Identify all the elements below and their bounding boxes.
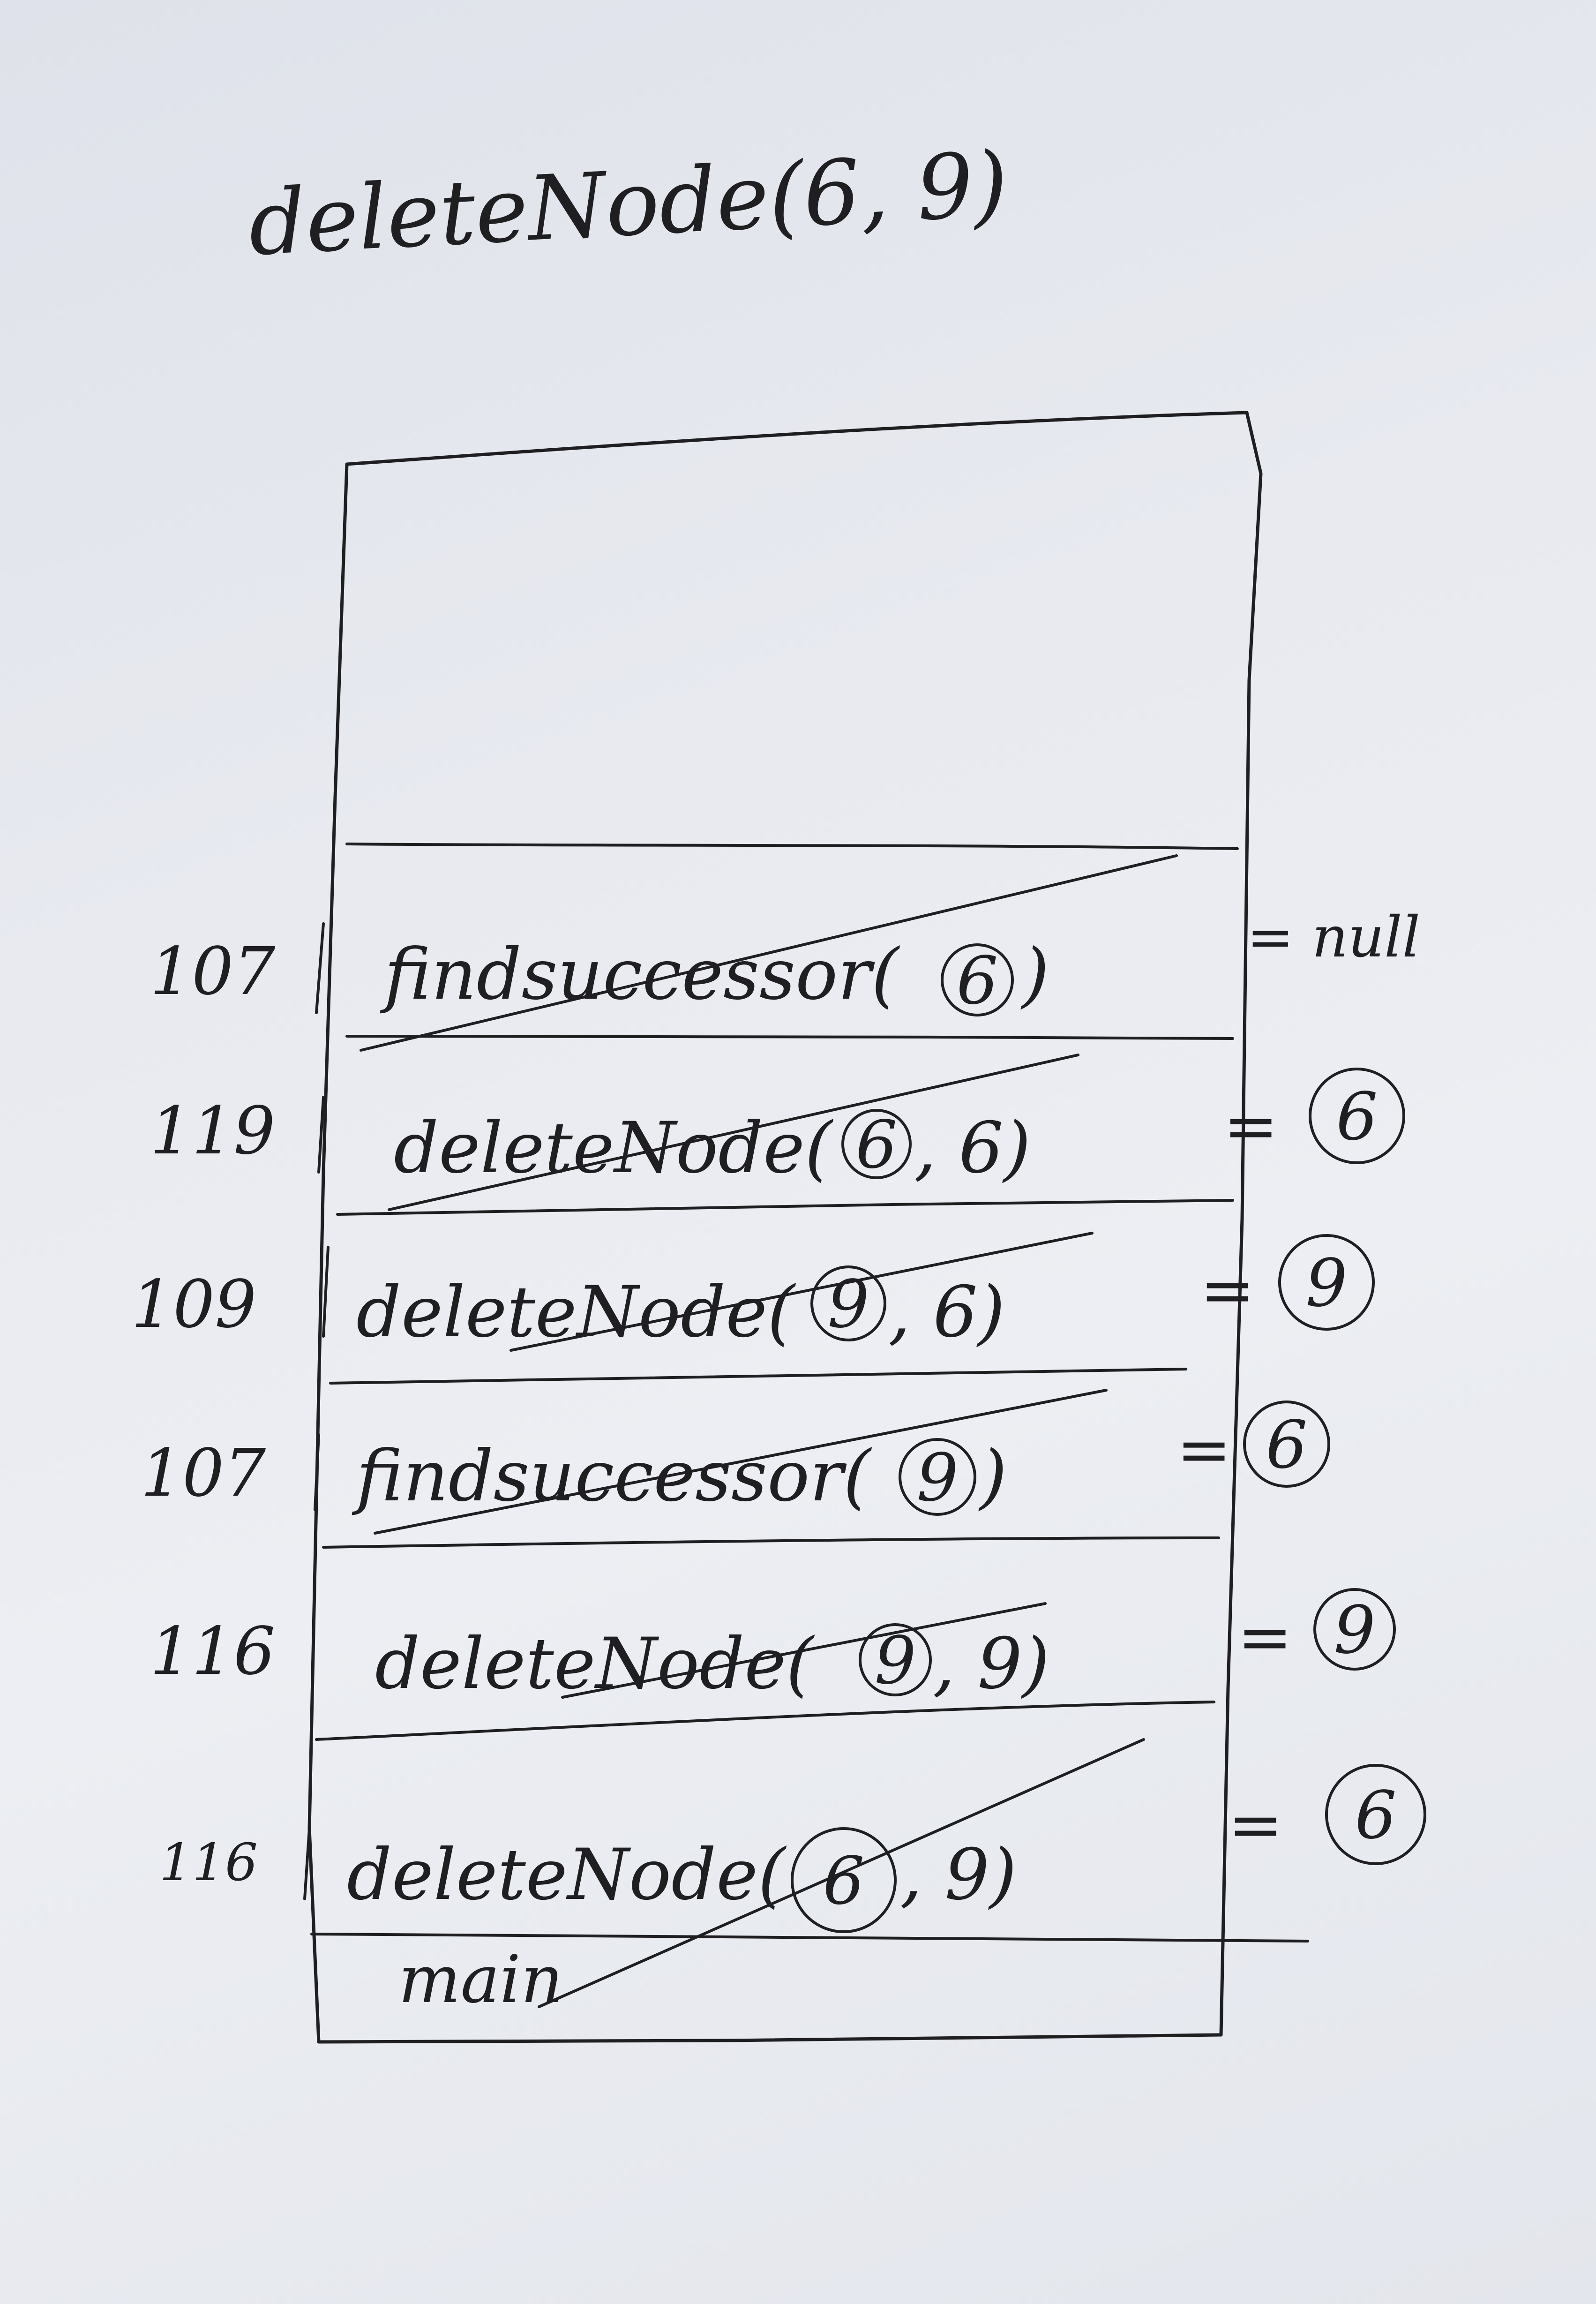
line-number: 119 [150,1093,275,1169]
line-number: 116 [150,1613,275,1690]
circled-argument [899,1438,976,1516]
strike-through-line [360,854,1178,1052]
circled-argument-value: 6 [823,1843,864,1920]
return-circled-value: 9 [1305,1245,1347,1322]
main-frame-label: main [398,1942,563,2018]
column-separator [303,1827,311,1900]
strike-through-line [374,1389,1108,1535]
call-text: deleteNode( [347,1834,787,1916]
frame-divider [345,843,1239,850]
return-circled-value: 6 [1266,1407,1307,1483]
circled-argument [841,1109,912,1179]
return-circled-value: 6 [1355,1777,1396,1854]
stack-frame: 119 deleteNode( 6 , 6) = 6 [150,1054,1405,1211]
column-separator [315,922,325,1014]
circled-argument-value: 9 [827,1266,869,1343]
strike-through-line [510,1232,1094,1352]
return-equals: = [1237,1599,1292,1676]
call-text-close: , 6) [914,1107,1031,1189]
return-circled-value: 6 [1336,1079,1378,1155]
call-text-close: ) [978,1436,1007,1517]
return-circle [1313,1588,1396,1671]
stack-frame: 116 deleteNode( 6 , 9) = 6 [159,1738,1426,2008]
circled-argument [791,1827,897,1933]
call-text-close: , 9) [900,1834,1017,1916]
circled-argument [941,943,1014,1016]
call-text: deleteNode( [394,1107,834,1189]
frame-divider [329,1368,1187,1385]
call-text-close: , 9) [933,1623,1049,1705]
circled-argument-value: 9 [916,1440,958,1516]
stack-frame: 107 findsuccessor( 9 ) = 6 [141,1389,1330,1535]
return-equals: = [1176,1412,1231,1488]
call-text: findsuccessor( [352,1436,872,1517]
stack-frame: 116 deleteNode( 9 , 9) = 9 [150,1588,1396,1705]
return-circled-value: 9 [1334,1592,1375,1669]
line-number: 107 [150,934,275,1010]
frame-divider [315,1701,1215,1741]
circled-argument-value: 6 [956,943,998,1019]
return-circle [1243,1400,1330,1488]
call-text: findsuccessor( [380,934,900,1016]
return-circle [1309,1068,1405,1164]
frame-divider [322,1536,1220,1549]
circled-argument [859,1623,932,1696]
return-circle [1278,1234,1375,1331]
strike-through-line [388,1054,1079,1211]
return-equals: = [1228,1787,1283,1863]
call-text-close: , 6) [888,1272,1005,1353]
strike-through-line [538,1738,1145,2008]
frame-divider [336,1199,1234,1216]
strike-through-line [561,1602,1047,1699]
line-number: 107 [141,1435,266,1512]
return-equals: = [1223,1088,1278,1165]
stack-outline [307,411,1263,2044]
column-separator [314,1433,320,1511]
return-value: = null [1247,905,1420,970]
diagram-title: deleteNode(6, 9) [246,132,1011,276]
column-separator [317,1096,325,1174]
return-equals: = [1200,1252,1255,1329]
call-text: deleteNode( [375,1623,815,1705]
return-circle [1325,1764,1426,1865]
circled-argument [810,1265,886,1341]
stack-frame: 109 deleteNode( 9 , 6) = 9 [131,1232,1375,1353]
stack-frame: 107 findsuccessor( 6 ) = null [150,854,1420,1052]
line-number: 116 [159,1832,258,1892]
frame-divider [310,1933,1309,1943]
call-text-close: ) [1020,934,1049,1016]
line-number: 109 [131,1266,256,1343]
circled-argument-value: 6 [855,1107,897,1183]
frame-divider [345,1035,1234,1040]
call-text: deleteNode( [356,1272,796,1353]
column-separator [322,1246,330,1338]
